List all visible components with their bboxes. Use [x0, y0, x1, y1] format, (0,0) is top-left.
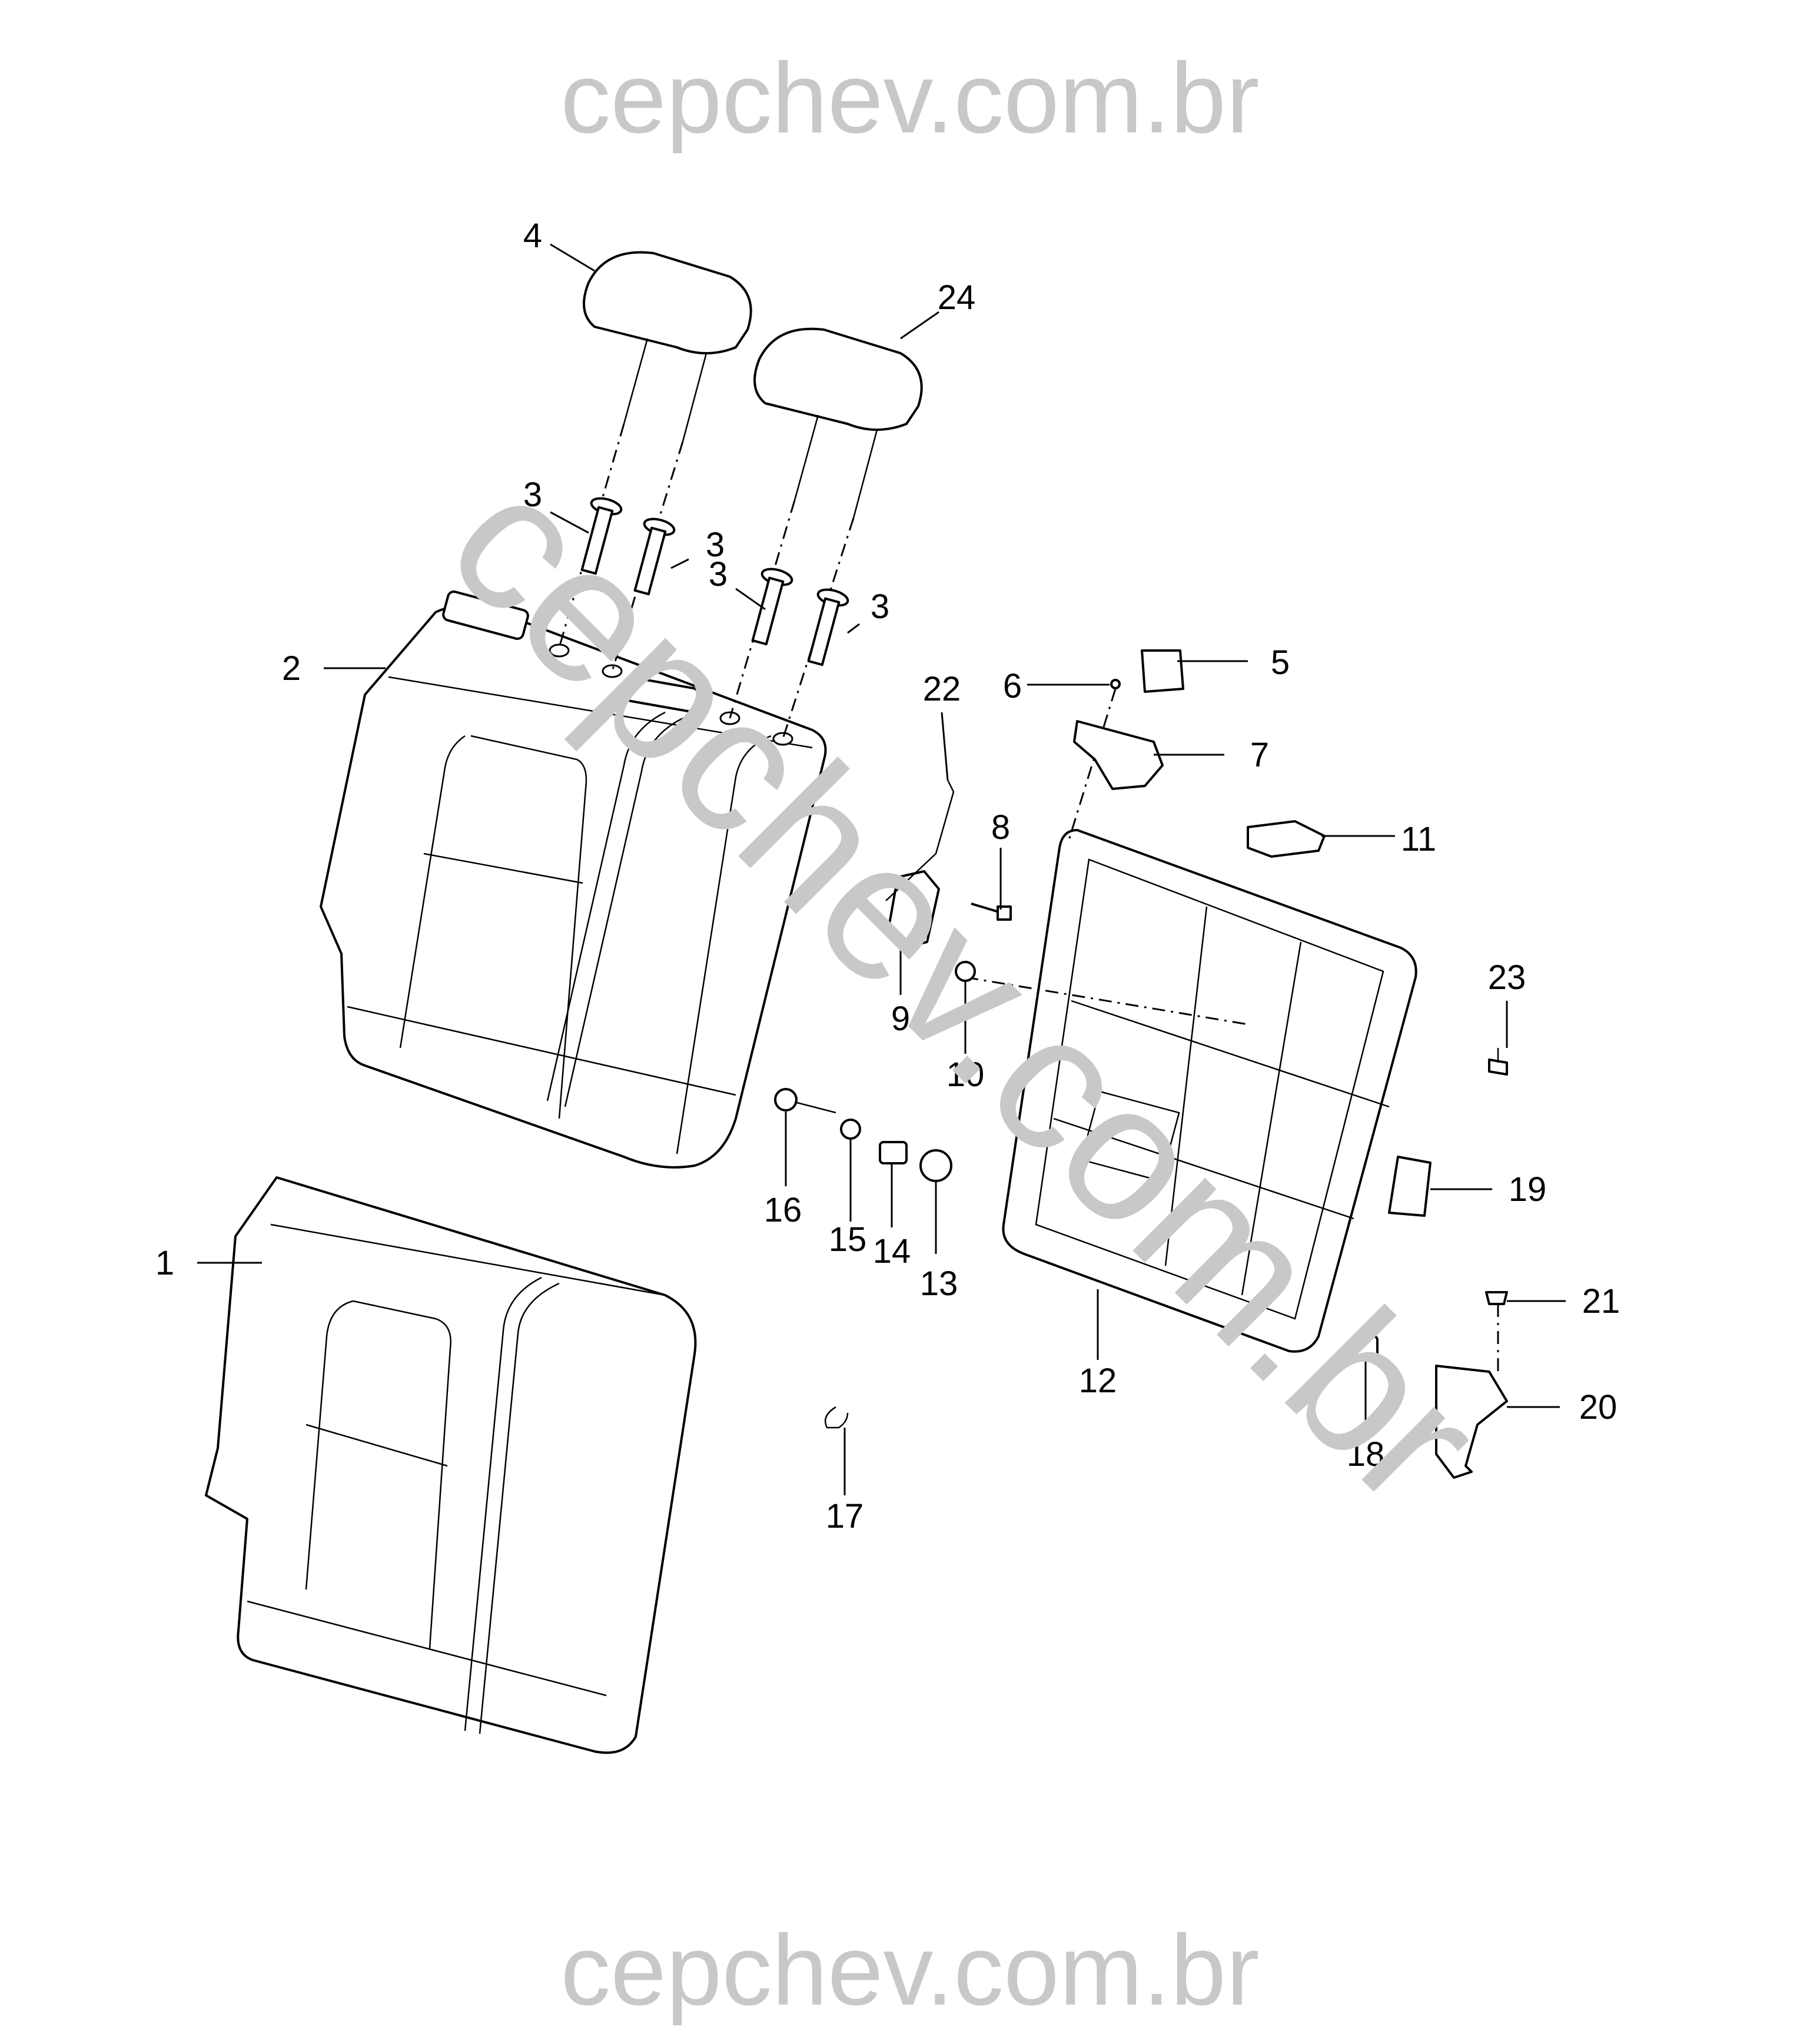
watermark-bottom: cepchev.com.br — [560, 1914, 1259, 2026]
callout-23: 23 — [1488, 958, 1526, 997]
part-16-pin — [774, 1088, 836, 1114]
part-8-bolt — [971, 902, 1012, 921]
watermark-top: cepchev.com.br — [560, 42, 1259, 154]
callout-10: 10 — [946, 1056, 985, 1094]
callout-6: 6 — [1003, 667, 1022, 705]
callout-24: 24 — [938, 278, 976, 317]
part-1-seat-cushion — [205, 1176, 697, 1754]
callout-20: 20 — [1579, 1388, 1618, 1426]
part-7-latch-bezel — [1073, 720, 1164, 790]
callout-21: 21 — [1582, 1282, 1620, 1320]
callout-9: 9 — [891, 1000, 910, 1038]
callout-12: 12 — [1079, 1362, 1117, 1400]
callout-17: 17 — [826, 1497, 864, 1535]
callout-7: 7 — [1250, 736, 1269, 774]
callout-16: 16 — [764, 1191, 802, 1229]
callout-11: 11 — [1401, 820, 1436, 858]
part-20-hinge-bracket — [1435, 1365, 1508, 1479]
callout-18: 18 — [1347, 1435, 1385, 1474]
part-6-screw — [1067, 679, 1121, 842]
callout-14: 14 — [873, 1232, 911, 1270]
callout-3a: 3 — [523, 476, 542, 514]
part-9-bracket — [888, 870, 940, 949]
part-17-clip — [824, 1406, 849, 1429]
part-24-headrest — [729, 327, 923, 739]
part-2-seat-back — [320, 590, 827, 1169]
callout-13: 13 — [920, 1265, 958, 1303]
callout-3b: 3 — [706, 526, 725, 564]
part-19-latch — [1388, 1156, 1432, 1217]
callout-2: 2 — [282, 649, 301, 688]
part-15-washer — [840, 1119, 861, 1140]
part-3-guides — [580, 497, 849, 666]
callout-3d: 3 — [871, 588, 889, 626]
part-12-frame — [965, 829, 1417, 1353]
callout-15: 15 — [829, 1220, 867, 1259]
part-13-bushing — [919, 1149, 952, 1182]
callouts: 1 2 3 3 3 3 4 5 6 7 8 9 10 11 12 13 14 1… — [155, 217, 1620, 1535]
callout-4: 4 — [523, 217, 542, 255]
part-23-bolt — [1488, 1048, 1508, 1076]
callout-5: 5 — [1271, 643, 1290, 682]
leader-lines — [197, 243, 1566, 1495]
part-5-latch-cap — [1141, 649, 1184, 693]
callout-19: 19 — [1509, 1170, 1547, 1209]
callout-22: 22 — [923, 670, 961, 708]
callout-8: 8 — [991, 808, 1010, 847]
part-11-handle — [1247, 820, 1326, 858]
part-14-spring — [879, 1141, 908, 1164]
part-22-rod — [885, 779, 955, 901]
part-21-bolt — [1485, 1291, 1508, 1372]
callout-1: 1 — [155, 1244, 174, 1282]
callout-3c: 3 — [709, 555, 728, 593]
